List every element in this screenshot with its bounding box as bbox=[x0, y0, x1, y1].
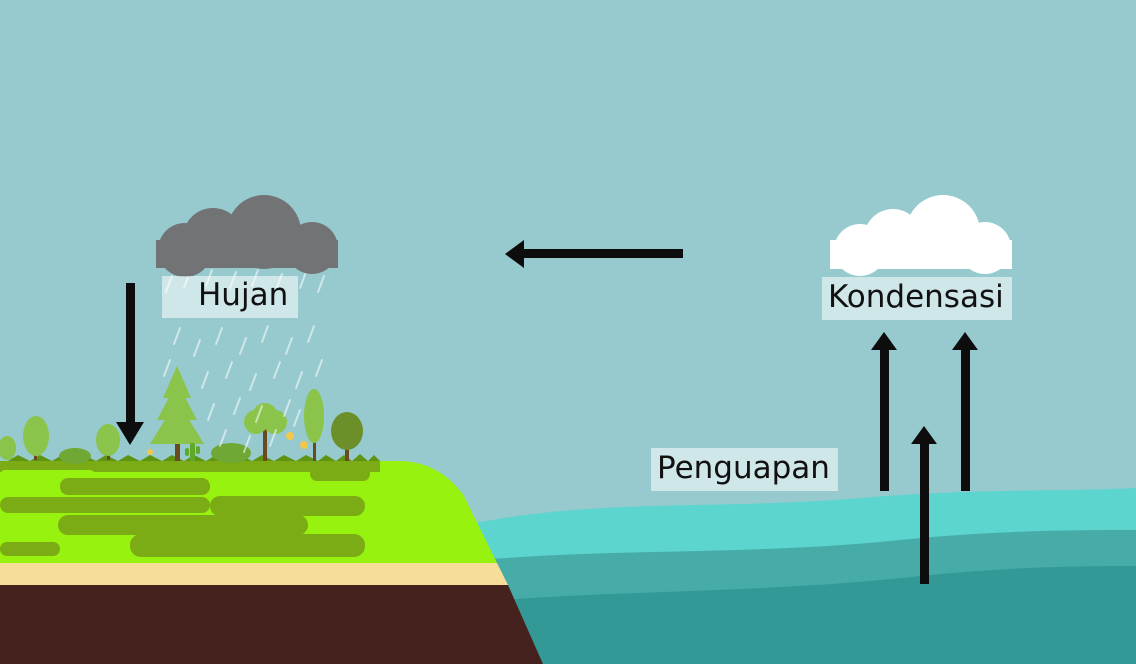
pine-tree-icon bbox=[150, 366, 204, 461]
arrow-down-icon bbox=[116, 283, 144, 445]
sand-layer bbox=[0, 563, 508, 585]
grass-stripe bbox=[60, 478, 210, 495]
arrow-up-icon bbox=[871, 332, 897, 491]
label-hujan: Hujan bbox=[162, 276, 299, 318]
vegetation bbox=[0, 366, 380, 464]
bush-icon bbox=[0, 436, 91, 464]
rain-cloud-icon bbox=[156, 195, 338, 277]
flower-icon bbox=[147, 432, 308, 455]
round-tree-icon bbox=[96, 424, 120, 460]
grass-stripe bbox=[0, 470, 95, 480]
arrow-up-icon bbox=[911, 426, 937, 584]
arrow-up-icon bbox=[952, 332, 978, 491]
sea-deep-layer bbox=[500, 566, 1136, 664]
land bbox=[0, 461, 543, 664]
grass-stripe bbox=[0, 542, 60, 556]
arrows bbox=[116, 240, 978, 584]
grass-stripe bbox=[130, 534, 365, 557]
arrow-left-icon bbox=[505, 240, 683, 268]
bush-icon bbox=[211, 443, 251, 463]
grass-band bbox=[0, 461, 380, 472]
soil-layer bbox=[0, 585, 543, 664]
grass-stripe bbox=[58, 515, 308, 535]
grass-stripe bbox=[210, 496, 365, 516]
tall-tree-icon bbox=[304, 389, 324, 461]
cloud-icon bbox=[830, 195, 1012, 276]
grass-stripe bbox=[0, 497, 210, 513]
label-kondensasi: Kondensasi bbox=[822, 277, 1012, 320]
cactus-icon bbox=[185, 443, 200, 461]
round-tree-icon bbox=[23, 416, 49, 460]
round-tree-icon bbox=[331, 412, 363, 461]
grass-stripe bbox=[310, 466, 370, 481]
sea bbox=[470, 488, 1136, 664]
label-penguapan: Penguapan bbox=[651, 448, 838, 491]
